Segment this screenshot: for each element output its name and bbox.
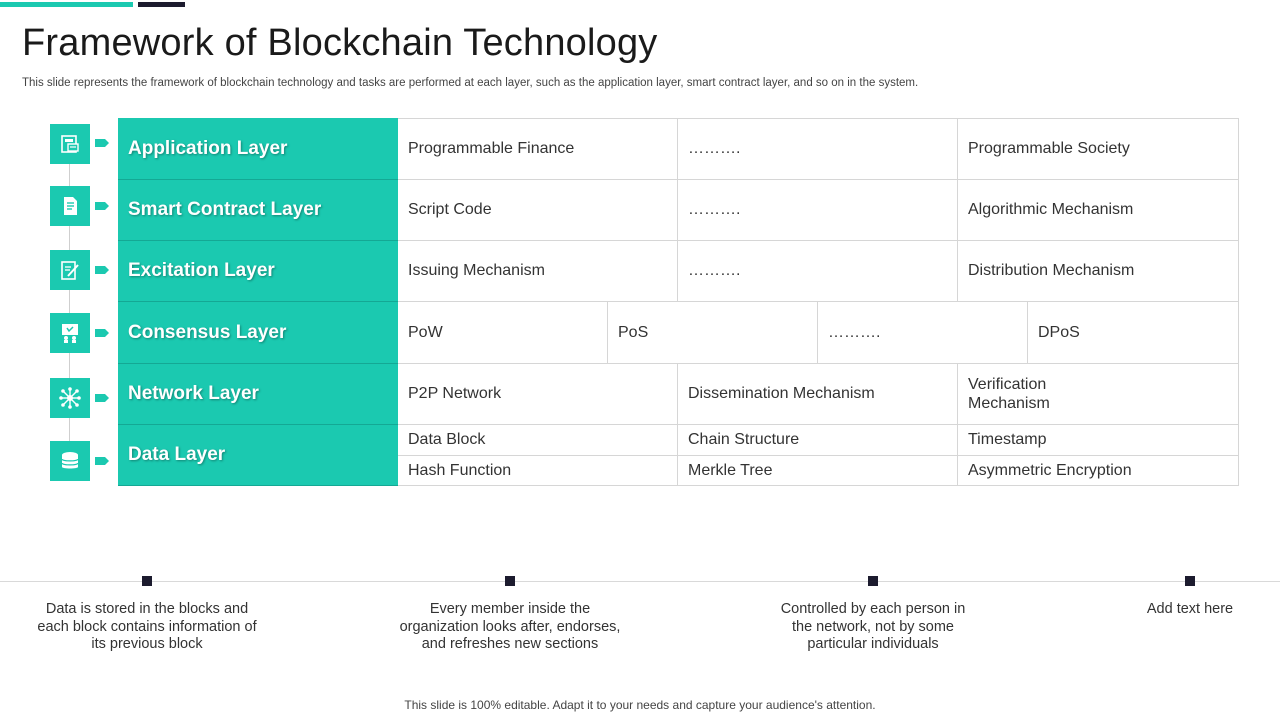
layer-label: Application Layer: [118, 118, 398, 180]
table-cell: Programmable Finance: [398, 118, 678, 180]
timeline-text: Controlled by each person in the network…: [780, 601, 966, 653]
table-cell: ……….: [678, 241, 958, 302]
arrow-tag-icon: [95, 457, 109, 465]
table-cell: Asymmetric Encryption: [958, 456, 1239, 486]
table-cell: Programmable Society: [958, 118, 1239, 180]
table-row-smart-contract: Smart Contract Layer Script Code ………. Al…: [118, 180, 1239, 241]
database-icon: [50, 441, 90, 481]
table-row-excitation: Excitation Layer Issuing Mechanism ………. …: [118, 241, 1239, 302]
table-cell: Dissemination Mechanism: [678, 364, 958, 425]
table-cell: Script Code: [398, 180, 678, 241]
table-cell: ……….: [818, 302, 1028, 364]
arrow-tag-icon: [95, 139, 109, 147]
table-cell: Verification Mechanism: [958, 364, 1239, 425]
timeline-marker: [868, 576, 878, 586]
table-cell: Timestamp: [958, 425, 1239, 456]
table-row-network: Network Layer P2P Network Dissemination …: [118, 364, 1239, 425]
table-cell: P2P Network: [398, 364, 678, 425]
table-cell: Merkle Tree: [678, 456, 958, 486]
table-cell: Data Block: [398, 425, 678, 456]
table-row-consensus: Consensus Layer PoW PoS ………. DPoS: [118, 302, 1239, 364]
footer-note: This slide is 100% editable. Adapt it to…: [404, 698, 876, 712]
table-cell: ……….: [678, 180, 958, 241]
arrow-tag-icon: [95, 329, 109, 337]
table-cell: Chain Structure: [678, 425, 958, 456]
table-cell: ……….: [678, 118, 958, 180]
document-icon: [50, 124, 90, 164]
timeline-marker: [505, 576, 515, 586]
layer-label: Consensus Layer: [118, 302, 398, 364]
timeline-marker: [142, 576, 152, 586]
table-cell: DPoS: [1028, 302, 1239, 364]
page-subtitle: This slide represents the framework of b…: [22, 77, 919, 89]
layer-label: Network Layer: [118, 364, 398, 425]
table-cell: PoS: [608, 302, 818, 364]
timeline-text: Every member inside the organization loo…: [399, 601, 621, 653]
framework-table: Application Layer Programmable Finance ……: [118, 118, 1239, 486]
icon-connector-line: [69, 140, 70, 460]
arrow-tag-icon: [95, 394, 109, 402]
timeline-marker: [1185, 576, 1195, 586]
contract-icon: [50, 186, 90, 226]
accent-bar-teal: [0, 2, 133, 7]
table-cell: Issuing Mechanism: [398, 241, 678, 302]
layer-label: Excitation Layer: [118, 241, 398, 302]
arrow-tag-icon: [95, 202, 109, 210]
arrow-tag-icon: [95, 266, 109, 274]
table-cell: PoW: [398, 302, 608, 364]
table-cell: Distribution Mechanism: [958, 241, 1239, 302]
accent-bar-dark: [138, 2, 185, 7]
page-title: Framework of Blockchain Technology: [22, 22, 658, 64]
layer-label: Data Layer: [118, 425, 398, 486]
table-cell: Algorithmic Mechanism: [958, 180, 1239, 241]
layer-label: Smart Contract Layer: [118, 180, 398, 241]
clipboard-pen-icon: [50, 250, 90, 290]
table-row-data: Data Layer Data Block Chain Structure Ti…: [118, 425, 1239, 486]
timeline-text: Data is stored in the blocks and each bl…: [37, 601, 257, 653]
table-cell: Hash Function: [398, 456, 678, 486]
timeline-text: Add text here: [1146, 601, 1234, 617]
timeline-line: [0, 581, 1280, 582]
people-board-icon: [50, 313, 90, 353]
table-row-application: Application Layer Programmable Finance ……: [118, 118, 1239, 180]
network-icon: [50, 378, 90, 418]
